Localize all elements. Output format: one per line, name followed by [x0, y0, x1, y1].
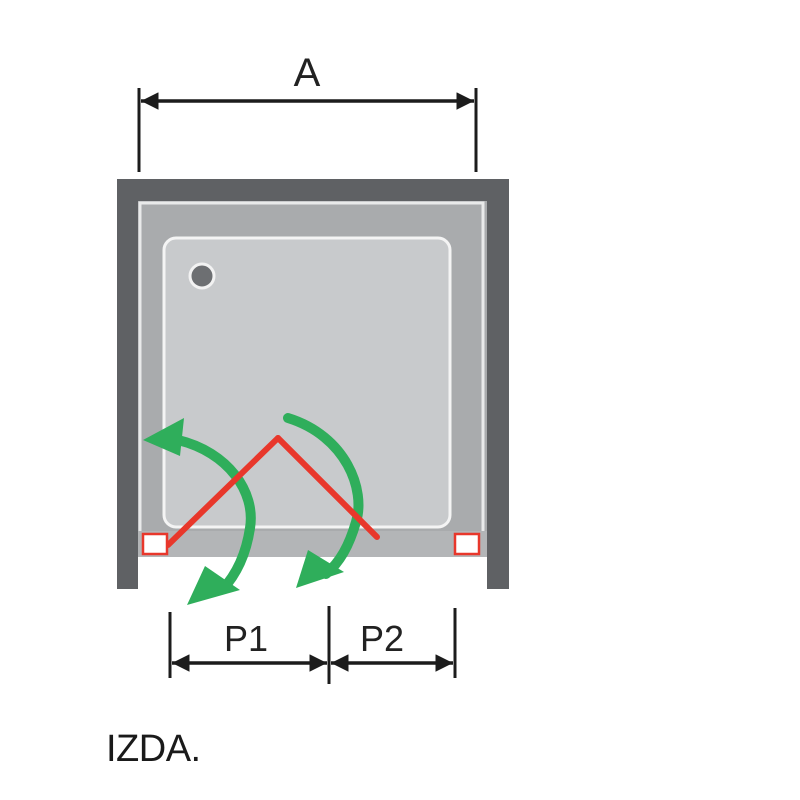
- drain-icon: [188, 262, 216, 290]
- swing-arrowhead-right-bottom: [296, 550, 344, 588]
- dimension-p1-label: P1: [224, 618, 268, 659]
- door-panel-p2: [275, 435, 380, 540]
- door-panels: [165, 435, 380, 548]
- swing-arrowhead-left-bottom: [187, 566, 240, 605]
- dimension-a: A: [137, 51, 478, 172]
- door-panel-p1: [165, 435, 281, 548]
- dimension-a-label: A: [294, 51, 321, 95]
- shower-tray: [162, 236, 452, 529]
- floor-front-strip: [138, 531, 487, 557]
- right-wall: [487, 179, 509, 589]
- swing-arrowhead-left-top: [143, 418, 184, 456]
- left-wall: [117, 179, 138, 589]
- swing-arc-right-panel: [283, 413, 364, 579]
- back-wall: [117, 179, 509, 201]
- swing-arrow-icon: [176, 413, 364, 594]
- enclosure-frame: [117, 179, 509, 589]
- swing-arc-left-panel: [176, 435, 256, 594]
- dimension-p1-p2: P1 P2: [168, 606, 457, 684]
- side-caption: IZDA.: [106, 728, 201, 770]
- hinge-icon: [453, 532, 481, 556]
- dimension-p2-label: P2: [360, 618, 404, 659]
- swing-arrowheads: [143, 418, 344, 605]
- hinge-icon: [141, 532, 169, 556]
